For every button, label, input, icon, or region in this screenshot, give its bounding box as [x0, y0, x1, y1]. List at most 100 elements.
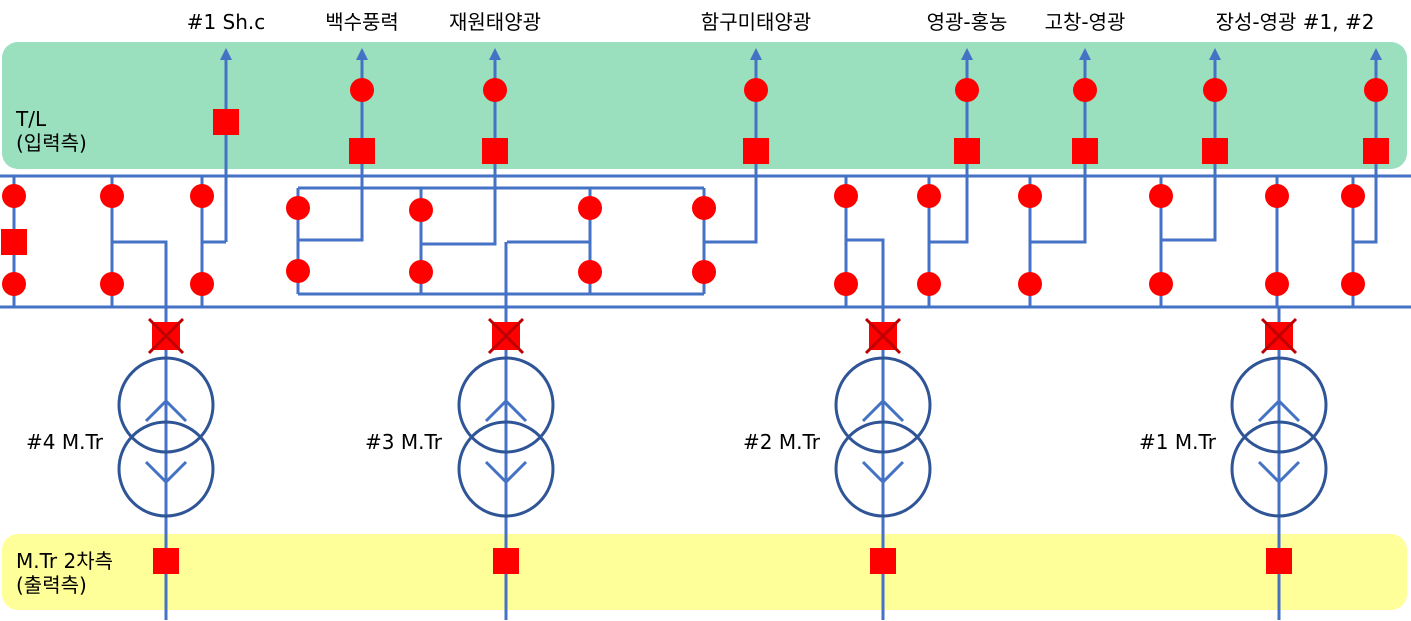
- closed-breaker-icon: [1265, 184, 1289, 208]
- feeder-label-jangseong-yeonggwang: 장성-영광 #1, #2: [1215, 10, 1375, 34]
- tripped-breaker-x-icon: [864, 317, 902, 355]
- open-breaker-icon: [213, 109, 239, 135]
- wye-secondary-icon: [144, 460, 188, 485]
- transformer-label-3: #3 M.Tr: [365, 430, 442, 454]
- open-breaker-icon: [1363, 138, 1389, 164]
- tripped-breaker-x-icon: [487, 317, 525, 355]
- tripped-breaker-x-icon: [1260, 317, 1298, 355]
- closed-breaker-icon: [2, 184, 26, 208]
- transformer-primary-winding-icon: [457, 356, 555, 454]
- secondary-zone-label-line2: (출력측): [16, 573, 87, 597]
- transformer-secondary-winding-icon: [834, 420, 932, 518]
- open-breaker-icon: [870, 548, 896, 574]
- closed-breaker-icon: [1203, 78, 1227, 102]
- transformer-feed-wire: [112, 240, 168, 620]
- transformer-primary-winding-icon: [834, 356, 932, 454]
- secondary-zone-label-line1: M.Tr 2차측: [16, 549, 113, 573]
- closed-breaker-icon: [578, 260, 602, 284]
- transformer-label-1: #1 M.Tr: [1139, 430, 1216, 454]
- transformer-feed-wire: [846, 238, 885, 620]
- closed-breaker-icon: [692, 196, 716, 220]
- wire: [298, 176, 364, 242]
- arrow-up-icon: [220, 48, 232, 60]
- closed-breaker-icon: [1341, 184, 1365, 208]
- devices: [1, 48, 1389, 574]
- transformer-secondary-winding-icon: [1230, 420, 1328, 518]
- tl-zone-label: T/L (입력측): [16, 107, 87, 155]
- tl-zone: [2, 42, 1407, 169]
- open-breaker-icon: [954, 138, 980, 164]
- feeder-label-gochang-yeonggwang: 고창-영광: [1044, 10, 1126, 34]
- closed-breaker-icon: [350, 78, 374, 102]
- closed-breaker-icon: [917, 184, 941, 208]
- transformer-label-4: #4 M.Tr: [26, 430, 103, 454]
- transformer-secondary-winding-icon: [457, 420, 555, 518]
- closed-breaker-icon: [955, 78, 979, 102]
- closed-breaker-icon: [409, 260, 433, 284]
- feeder-label-yeonggwang-hongnong: 영광-홍농: [926, 10, 1008, 34]
- arrow-up-icon: [489, 48, 501, 60]
- closed-breaker-icon: [1364, 78, 1388, 102]
- closed-breaker-icon: [1149, 184, 1173, 208]
- arrow-up-icon: [961, 48, 973, 60]
- arrow-up-icon: [356, 48, 368, 60]
- open-breaker-icon: [1072, 138, 1098, 164]
- closed-breaker-icon: [834, 272, 858, 296]
- wye-secondary-icon: [1257, 460, 1301, 485]
- closed-breaker-icon: [1018, 272, 1042, 296]
- arrow-up-icon: [1079, 48, 1091, 60]
- open-breaker-icon: [1202, 138, 1228, 164]
- tripped-breaker-x-icon: [147, 317, 185, 355]
- wire: [929, 176, 969, 244]
- wire: [704, 176, 758, 244]
- closed-breaker-icon: [1265, 272, 1289, 296]
- closed-breaker-icon: [1073, 78, 1097, 102]
- transformer-primary-winding-icon: [1230, 356, 1328, 454]
- feeder-label-sh-c: #1 Sh.c: [186, 10, 266, 34]
- secondary-zone-label: M.Tr 2차측 (출력측): [16, 549, 113, 597]
- closed-breaker-icon: [692, 260, 716, 284]
- wye-secondary-icon: [861, 460, 905, 485]
- closed-breaker-icon: [1149, 272, 1173, 296]
- wye-secondary-icon: [484, 460, 528, 485]
- closed-breaker-icon: [578, 196, 602, 220]
- wire: [1030, 176, 1087, 244]
- closed-breaker-icon: [286, 259, 310, 283]
- closed-breaker-icon: [100, 272, 124, 296]
- closed-breaker-icon: [2, 272, 26, 296]
- open-breaker-icon: [743, 138, 769, 164]
- transformer-label-2: #2 M.Tr: [743, 430, 820, 454]
- open-breaker-icon: [1266, 548, 1292, 574]
- wire: [421, 176, 497, 246]
- closed-breaker-icon: [190, 184, 214, 208]
- feeder-label-baeksu: 백수풍력: [325, 10, 399, 34]
- closed-breaker-icon: [834, 184, 858, 208]
- closed-breaker-icon: [286, 196, 310, 220]
- open-breaker-icon: [153, 548, 179, 574]
- open-breaker-icon: [1, 229, 27, 255]
- closed-breaker-icon: [190, 272, 214, 296]
- secondary-zone: [2, 534, 1407, 610]
- open-breaker-icon: [349, 138, 375, 164]
- closed-breaker-icon: [1341, 272, 1365, 296]
- open-breaker-icon: [482, 138, 508, 164]
- tl-zone-label-line2: (입력측): [16, 131, 87, 155]
- tl-zone-label-line1: T/L: [16, 107, 47, 131]
- transformer-primary-winding-icon: [117, 356, 215, 454]
- arrow-up-icon: [1209, 48, 1221, 60]
- closed-breaker-icon: [483, 78, 507, 102]
- transformer-secondary-winding-icon: [117, 420, 215, 518]
- wire: [1353, 176, 1378, 244]
- wire: [1161, 176, 1217, 242]
- feeder-label-jaewon: 재원태양광: [449, 10, 541, 34]
- arrow-up-icon: [750, 48, 762, 60]
- feeder-label-hamgumi: 함구미태양광: [700, 10, 812, 34]
- closed-breaker-icon: [1018, 184, 1042, 208]
- closed-breaker-icon: [744, 78, 768, 102]
- closed-breaker-icon: [100, 184, 124, 208]
- closed-breaker-icon: [409, 198, 433, 222]
- closed-breaker-icon: [917, 272, 941, 296]
- arrow-up-icon: [1370, 48, 1382, 60]
- open-breaker-icon: [493, 548, 519, 574]
